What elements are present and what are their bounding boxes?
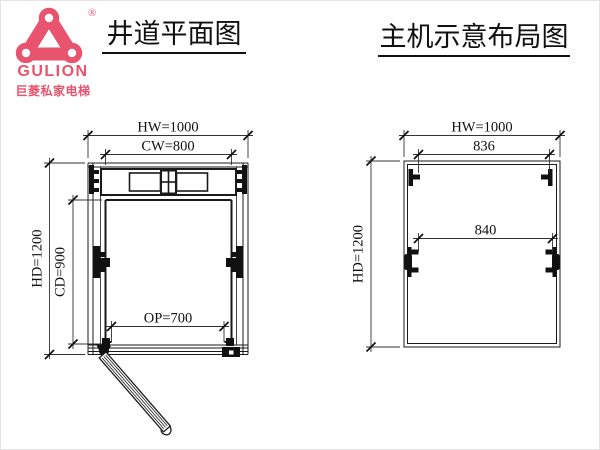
mid-brackets (404, 247, 560, 277)
dim-right-hd-label: HD=1200 (351, 225, 367, 283)
top-brackets (408, 169, 553, 186)
machine-room-walls (403, 160, 561, 348)
dim-840-label: 840 (475, 223, 497, 239)
dim-hd-label: HD=1200 (30, 229, 46, 287)
dim-hw-label: HW=1000 (137, 120, 198, 136)
dim-op-label: OP=700 (144, 311, 192, 327)
dim-cw-label: CW=800 (141, 139, 194, 155)
car-crosshead-assembly (100, 168, 237, 196)
left-drawing-title: 井道平面图 (102, 19, 246, 55)
right-drawing-machine-layout: HW=1000 836 840 (351, 120, 566, 353)
left-drawing-shaft-plan: HW=1000 CW=800 HD=1200 (30, 120, 254, 436)
left-dimensions: HW=1000 CW=800 HD=1200 (30, 120, 254, 360)
rail-brackets (89, 165, 247, 278)
brand-name: GULION (17, 63, 89, 80)
right-drawing-title: 主机示意布局图 (378, 22, 570, 58)
dim-836-label: 836 (473, 139, 495, 155)
swing-door (96, 344, 240, 436)
gulion-logo: ® GULION 巨菱私家电梯 (7, 3, 99, 98)
dim-cd-label: CD=900 (53, 247, 69, 297)
brand-tagline: 巨菱私家电梯 (15, 84, 91, 98)
registered-mark: ® (88, 7, 96, 19)
dim-right-hw-label: HW=1000 (451, 120, 512, 136)
logo-triangle-icon: ® (15, 7, 96, 64)
right-dimensions: HW=1000 836 840 (351, 120, 566, 353)
